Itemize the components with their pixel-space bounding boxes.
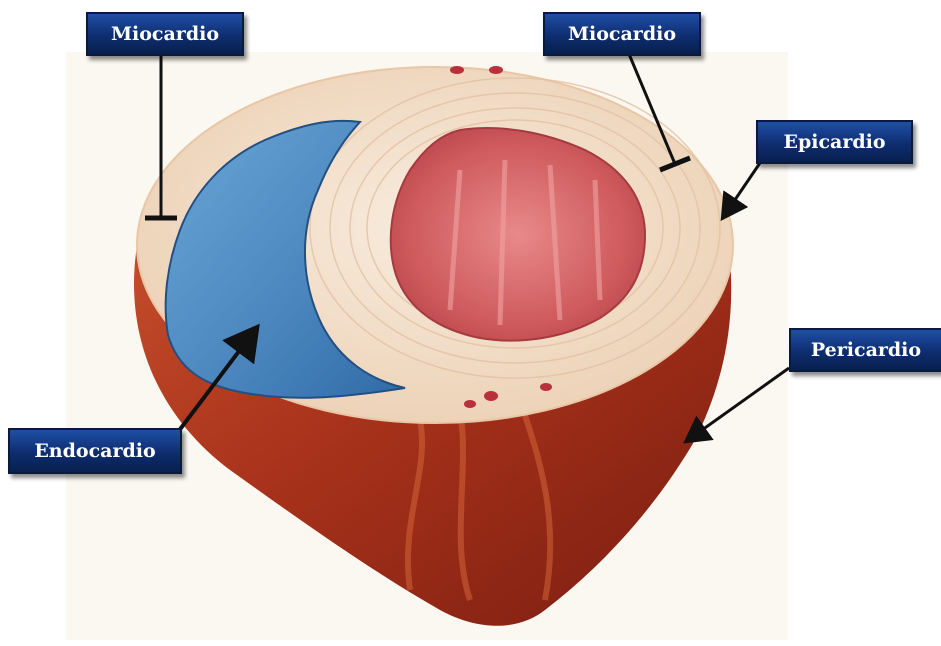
label-myocardium-right: Miocardio [543, 12, 701, 56]
label-epicardium: Epicardio [756, 120, 913, 164]
label-myocardium-left: Miocardio [86, 12, 244, 56]
label-pericardium: Pericardio [789, 328, 941, 372]
label-endocardium: Endocardio [8, 428, 182, 474]
